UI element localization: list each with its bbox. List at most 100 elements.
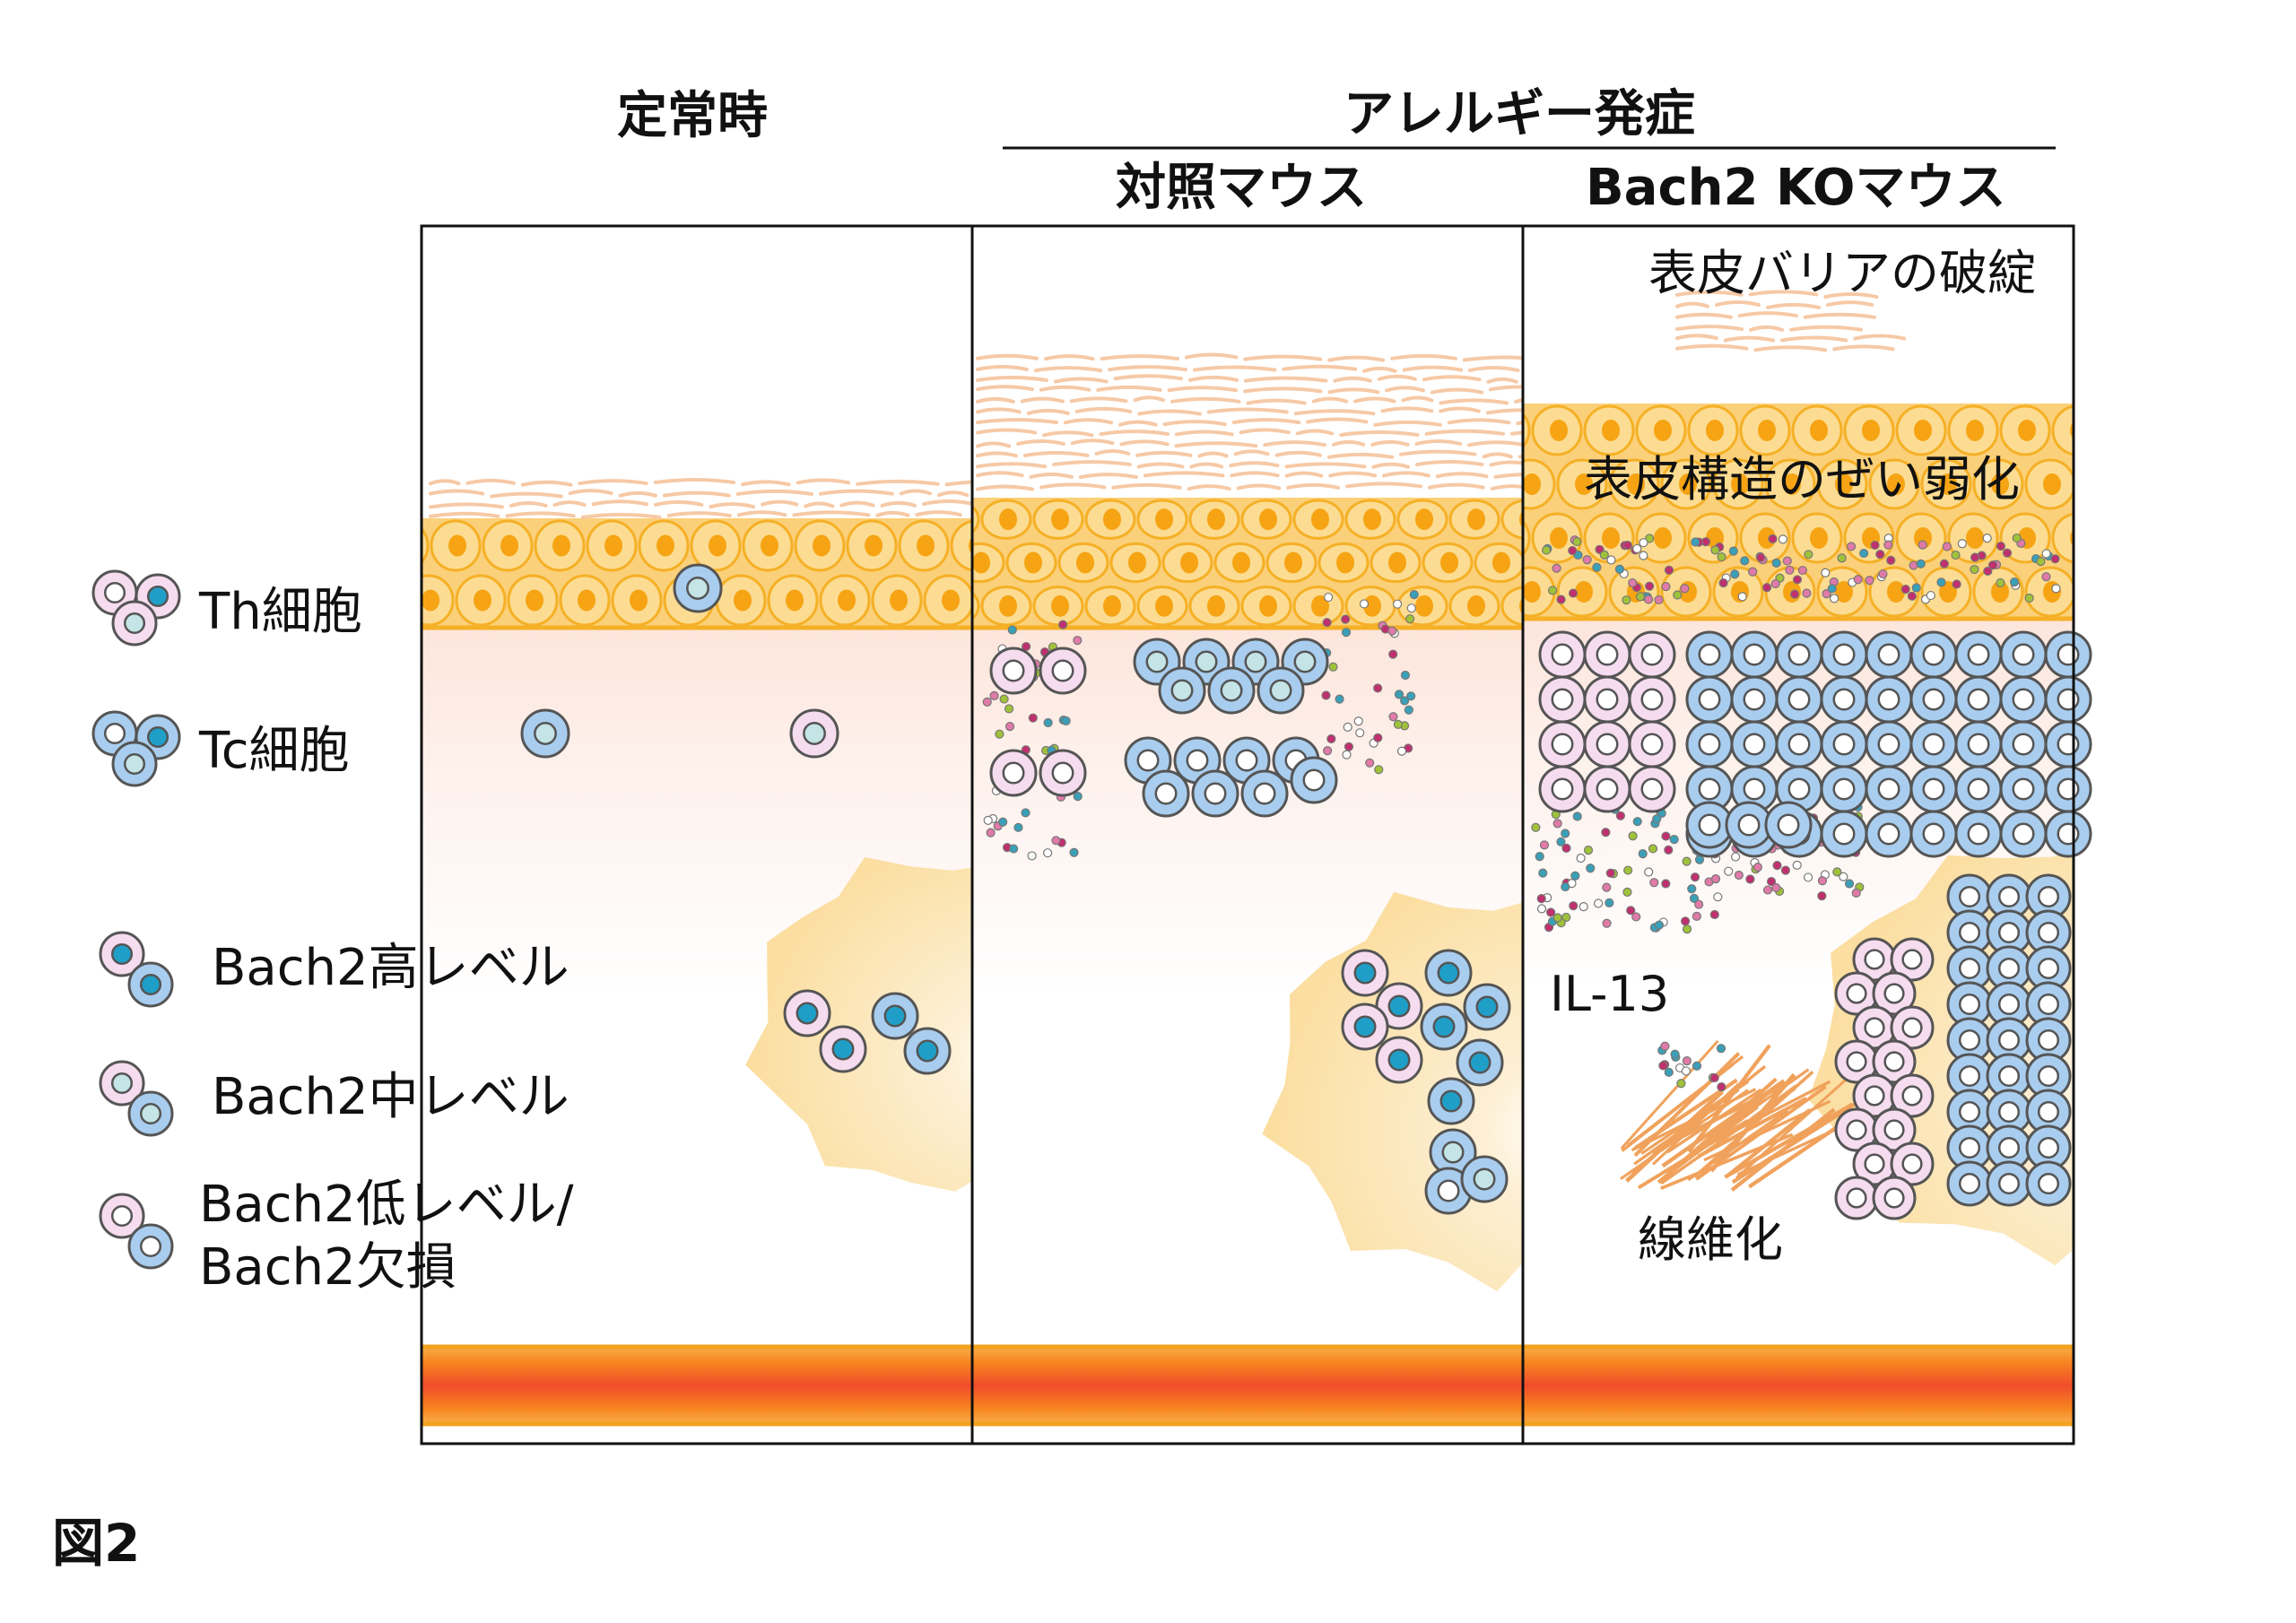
tc-cell [1429,1128,1477,1176]
blood-vessel-layer [422,1344,2074,1427]
th-cell [1890,1073,1935,1118]
legend-tc-cell [127,961,174,1008]
tc-cell [1685,765,1734,813]
tc-cell [1424,949,1473,997]
legend-tc-cell-c [111,741,158,787]
tc-cell [1240,769,1289,818]
tc-cell [1909,675,1958,724]
th-cell [1872,971,1917,1016]
epidermis-layer [422,404,2074,630]
legend-bach2-low-label: Bach2低レベル/ [199,1176,574,1234]
tc-cell [1999,720,2048,768]
tc-cell [1685,801,1734,849]
fibrosis-fiber [1695,1085,1827,1181]
cytokines-ko-epidermis [1542,533,2061,605]
fibrosis-fiber [1709,1080,1831,1146]
tc-cell [903,1027,952,1075]
legend-th-cell-c [111,600,158,647]
fibrosis-fiber [1637,1119,1749,1190]
epidermis-ko [1523,404,2074,621]
tc-cell [1775,675,1823,724]
tc-cell [2025,1053,2072,1099]
tc-cell [1820,810,1868,858]
tc-cell [1986,1160,2032,1207]
tc-cell [2044,810,2092,858]
th-cell [1538,675,1587,724]
tc-cell [1986,981,2032,1028]
fibrosis-fiber [1666,1088,1762,1154]
tc-cell [2025,873,2072,920]
tc-cell [1191,769,1239,818]
tc-cell [1909,630,1958,679]
tc-cell [1865,720,1913,768]
legend-tc-icon [91,710,181,787]
tc-cell [2044,765,2092,813]
th-cell [1628,630,1676,679]
th-cell [789,708,839,759]
header-allergy-onset: アレルギー発症 [1344,85,1695,143]
tc-cell [2025,909,2072,956]
fibrosis-fibers [1620,1040,1857,1192]
th-cell [1890,937,1935,982]
tc-cell [1999,765,2048,813]
tc-cell [1207,666,1256,715]
th-cell [1039,647,1087,695]
th-cell [1852,937,1897,982]
th-cell [1039,749,1087,797]
stratum-corneum-steady [429,478,972,519]
epidermis-steady [422,518,972,630]
legend-bach2-mid-icon [99,1060,174,1137]
tc-cell [673,563,723,613]
tc-cell [2025,1160,2072,1207]
tc-cell [1820,675,1868,724]
legend-th-cell [99,931,145,977]
tc-cell [1685,675,1734,724]
tc-cell [1986,873,2032,920]
th-cell [1628,720,1676,768]
tc-cell [1820,630,1868,679]
th-cell [1538,630,1587,679]
fibrosis-fiber [1687,1108,1789,1182]
epidermal-fragility-label: 表皮構造のぜい弱化 [1584,451,2020,508]
tc-cell [1865,765,1913,813]
tc-cell [871,992,919,1040]
tc-cell [1946,945,1993,992]
legend-th-cell-label: Th細胞 [199,583,362,641]
panel-frames [420,224,2075,1445]
tc-cell [1775,765,1823,813]
fibrosis-fiber [1620,1040,1719,1150]
t-cells-layer [520,563,2092,1220]
legend-th-cell [99,1193,145,1239]
panel-outer-frame [420,224,2075,1445]
tc-cell [1820,720,1868,768]
header-control-mouse: 対照マウス [1116,159,1367,217]
tc-cell [1999,675,2048,724]
tc-cell [1456,1038,1504,1087]
legend-tc-cell [127,1223,174,1270]
tc-cell [2044,630,2092,679]
tc-cell [1685,720,1734,768]
th-cell [1375,1036,1423,1084]
tc-cell [1954,810,2003,858]
stratum-corneum-ko [1675,290,1907,352]
cytokine-dots [982,533,2061,1092]
fibrosis-fiber [1625,1089,1725,1183]
cytokines-control-right [1321,590,1419,775]
il13-label: IL-13 [1550,966,1670,1022]
tc-cell [1954,765,2003,813]
th-cell [1341,949,1389,997]
th-cell [1852,1141,1897,1186]
tc-cell [1730,675,1779,724]
legend-bach2-mid-label: Bach2中レベル [212,1068,570,1126]
tc-cell [1954,630,2003,679]
tc-cell [1954,675,2003,724]
tc-cell [1999,630,2048,679]
blood-vessel-3 [1523,1344,2074,1427]
stratum-corneum-control [976,352,1523,491]
tc-cell [1158,666,1206,715]
tc-cell [1909,720,1958,768]
tc-cell [1142,769,1190,818]
tc-cell [1909,765,1958,813]
fibrosis-fiber [1710,1084,1797,1150]
fibrosis-fiber [1697,1097,1808,1159]
